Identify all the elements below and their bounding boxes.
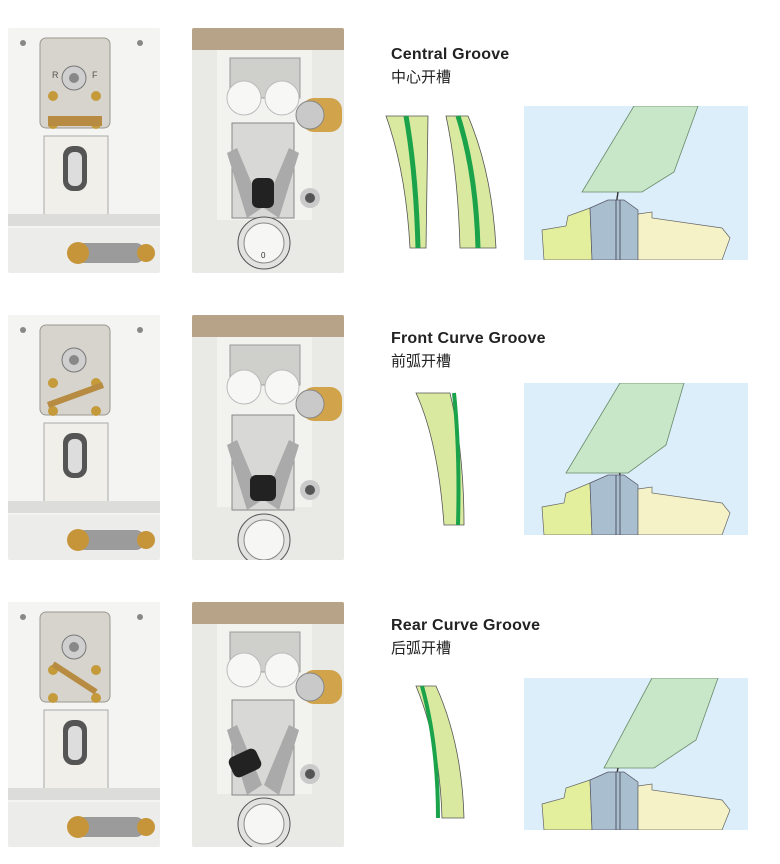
grooving-wheel bbox=[603, 678, 719, 769]
lens-right-part bbox=[637, 211, 731, 260]
grooving-wheel bbox=[565, 383, 685, 474]
section-title-en: Rear Curve Groove bbox=[391, 617, 541, 634]
blade-block bbox=[589, 771, 639, 830]
section-title-en: Front Curve Groove bbox=[391, 330, 546, 347]
grooving-wheel bbox=[581, 106, 699, 193]
section-rear-curve-groove: Rear Curve Groove 后弧开槽 bbox=[0, 574, 780, 847]
grooving-diagram-central bbox=[524, 106, 748, 260]
lens-right-part bbox=[637, 783, 731, 830]
section-title-cn: 中心开槽 bbox=[391, 68, 452, 86]
groove-profile-front-curve bbox=[415, 392, 465, 526]
grooving-diagram-front-curve bbox=[524, 383, 748, 535]
lens-right-part bbox=[637, 486, 731, 535]
photo-label-r: R bbox=[52, 70, 59, 80]
photo-label-f: F bbox=[92, 70, 98, 80]
blade-block bbox=[589, 474, 639, 535]
machine-photo-right: 0 bbox=[192, 28, 344, 273]
blade-block bbox=[589, 199, 639, 260]
groove-line-right bbox=[455, 115, 481, 249]
machine-photo-left bbox=[8, 602, 160, 847]
section-front-curve-groove: Front Curve Groove 前弧开槽 bbox=[0, 287, 780, 560]
section-title-cn: 后弧开槽 bbox=[391, 639, 452, 657]
section-central-groove: R F 0 bbox=[0, 0, 780, 273]
machine-photo-left bbox=[8, 315, 160, 560]
grooving-diagram-rear-curve bbox=[524, 678, 748, 830]
section-title-en: Central Groove bbox=[391, 46, 510, 63]
groove-line-left bbox=[403, 115, 421, 249]
section-title-cn: 前弧开槽 bbox=[391, 352, 452, 370]
groove-line bbox=[452, 392, 461, 526]
machine-photo-right bbox=[192, 602, 344, 847]
groove-profile-central bbox=[385, 115, 497, 249]
photo-dial-zero: 0 bbox=[261, 251, 266, 260]
groove-profile-rear-curve bbox=[415, 685, 465, 819]
machine-photo-right bbox=[192, 315, 344, 560]
lens-edge bbox=[415, 685, 465, 819]
groove-line bbox=[420, 685, 440, 819]
machine-photo-left: R F bbox=[8, 28, 160, 273]
